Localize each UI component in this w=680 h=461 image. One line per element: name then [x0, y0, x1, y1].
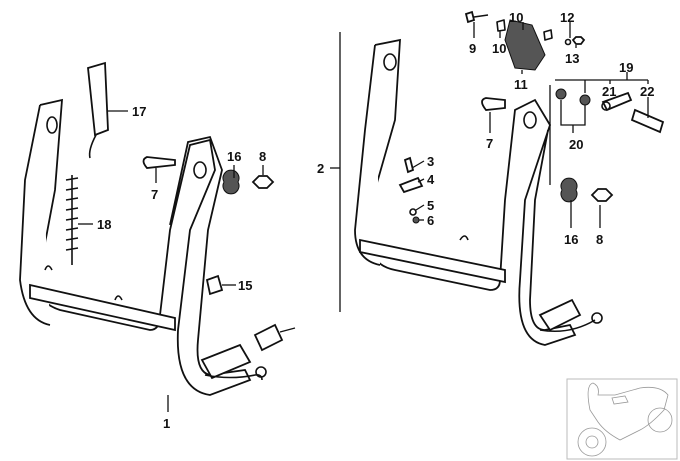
callout-7: 7 — [151, 187, 158, 202]
callout-3: 3 — [427, 154, 434, 169]
callout-11: 11 — [514, 77, 528, 92]
left-center-stand — [19, 98, 296, 396]
callout-15: 15 — [238, 278, 252, 293]
callout-10b: 10 — [509, 10, 523, 25]
callout-10: 10 — [492, 41, 506, 56]
callout-6: 6 — [427, 213, 434, 228]
callout-8: 8 — [259, 149, 266, 164]
motorcycle-icon — [577, 382, 673, 457]
callout-4: 4 — [427, 172, 435, 187]
callout-21: 21 — [602, 84, 616, 99]
callout-20: 20 — [569, 137, 583, 152]
callout-19: 19 — [619, 60, 633, 75]
callout-1: 1 — [163, 416, 170, 431]
right-small-parts — [398, 10, 665, 224]
callout-5: 5 — [427, 198, 434, 213]
motorcycle-thumbnail — [566, 378, 678, 460]
callout-2: 2 — [317, 161, 324, 176]
callout-12: 12 — [560, 10, 574, 25]
callout-17: 17 — [132, 104, 146, 119]
callout-18: 18 — [97, 217, 111, 232]
left-small-parts — [65, 61, 275, 296]
callout-13: 13 — [565, 51, 579, 66]
right-center-stand — [354, 38, 603, 346]
callout-7-right: 7 — [486, 136, 493, 151]
callout-22: 22 — [640, 84, 654, 99]
callout-8-right: 8 — [596, 232, 603, 247]
callout-16-right: 16 — [564, 232, 578, 247]
callout-9: 9 — [469, 41, 476, 56]
callout-16: 16 — [227, 149, 241, 164]
